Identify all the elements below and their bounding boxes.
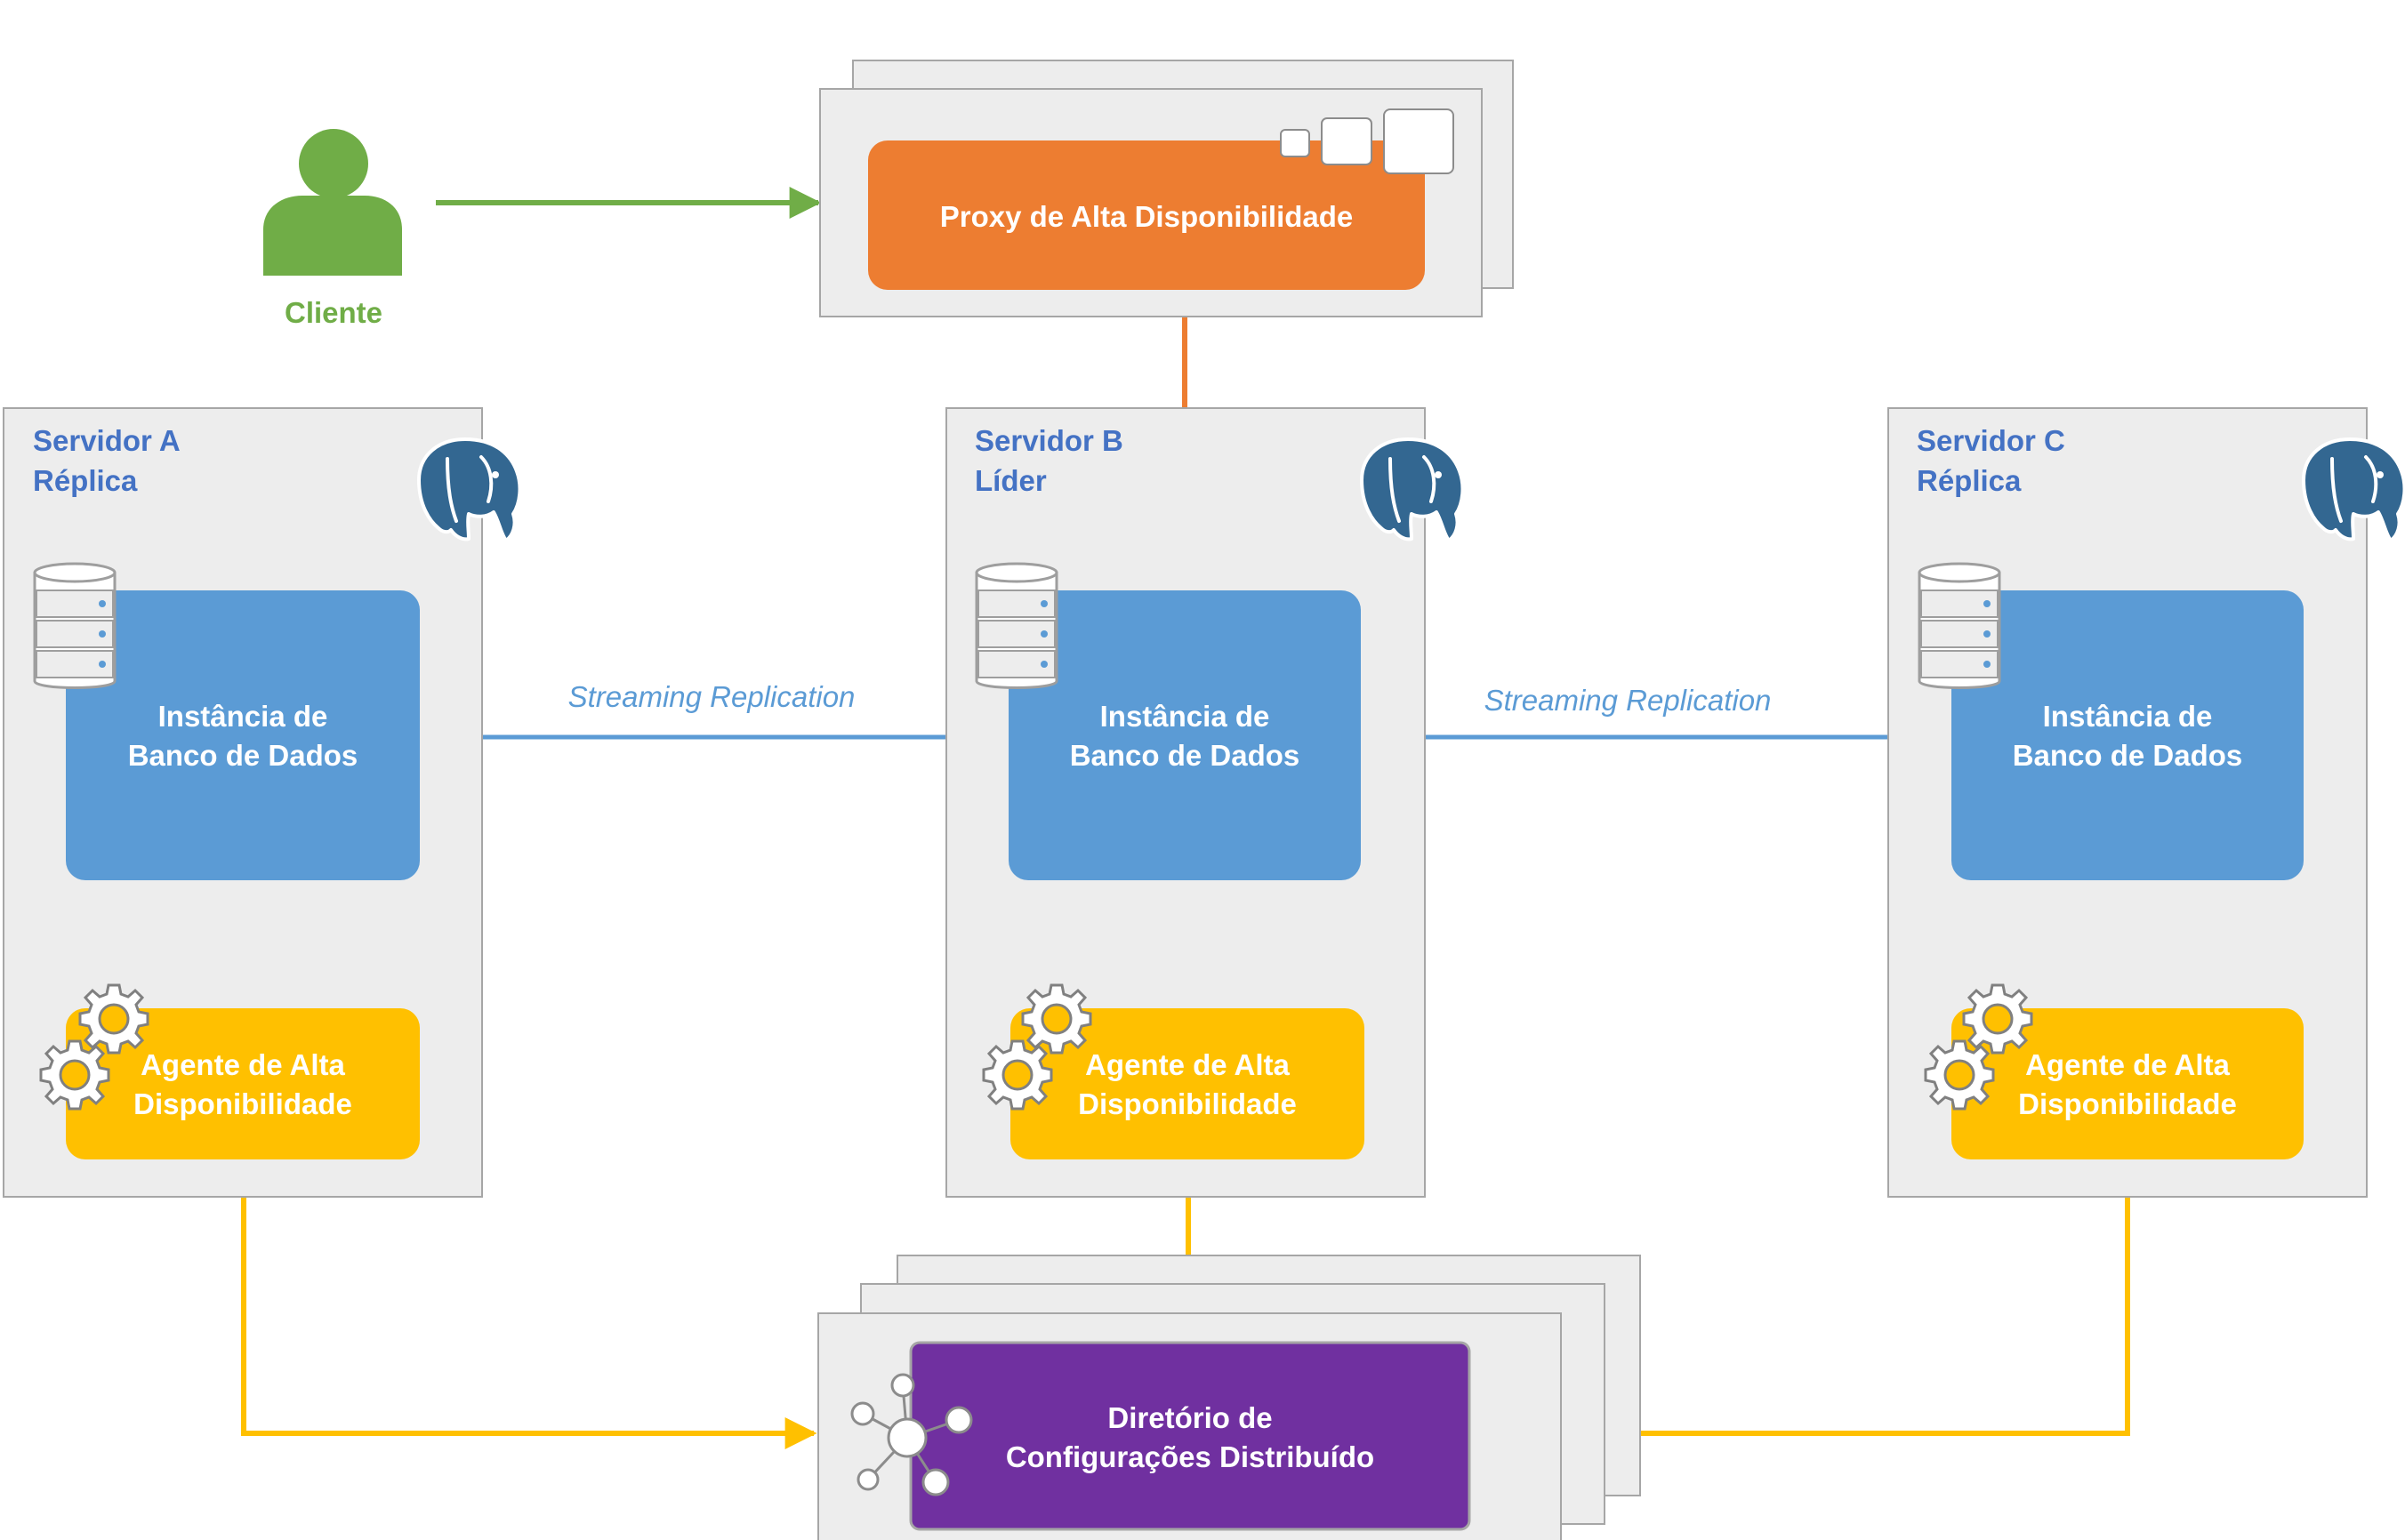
ha-agent-b — [1010, 1008, 1364, 1159]
client-label: Cliente — [285, 296, 382, 329]
network-hub-icon — [850, 1373, 973, 1496]
db-instance-a — [66, 590, 420, 880]
postgresql-elephant-icon — [1360, 437, 1465, 542]
database-stack-icon — [975, 562, 1058, 689]
agent-c-to-dcs-arrow — [1560, 1159, 2130, 1449]
proxy-box — [868, 140, 1425, 290]
ha-agent-c-line1: Agente de Alta — [2025, 1048, 2230, 1081]
db-instance-c-line2: Banco de Dados — [2013, 739, 2243, 772]
client: Cliente — [263, 129, 402, 329]
dcs-line2: Configurações Distribuído — [1006, 1440, 1374, 1473]
ha-agent-a-line1: Agente de Alta — [141, 1048, 345, 1081]
postgresql-elephant-icon — [417, 437, 522, 542]
db-instance-b — [1009, 590, 1361, 880]
server-b-role: Líder — [975, 464, 1047, 497]
server-b: Servidor B Líder Instância de Banco de D… — [945, 407, 1465, 1198]
db-instance-c — [1951, 590, 2304, 880]
replication-left-label: Streaming Replication — [568, 680, 856, 713]
dcs-line1: Diretório de — [1107, 1401, 1272, 1434]
ha-agent-b-line2: Disponibilidade — [1078, 1087, 1297, 1120]
postgresql-elephant-icon — [2302, 437, 2405, 542]
server-a-name: Servidor A — [33, 424, 181, 457]
db-instance-a-line1: Instância de — [158, 700, 328, 733]
server-a-role: Réplica — [33, 464, 138, 497]
ha-agent-b-line1: Agente de Alta — [1085, 1048, 1290, 1081]
server-b-name: Servidor B — [975, 424, 1123, 457]
ha-agent-c-line2: Disponibilidade — [2018, 1087, 2237, 1120]
dcs-box — [909, 1341, 1471, 1531]
ha-agent-a — [66, 1008, 420, 1159]
server-a: Servidor A Réplica Instância de Banco de… — [3, 407, 522, 1198]
dcs-panel: Diretório de Configurações Distribuído — [817, 1255, 1641, 1540]
ha-agent-c — [1951, 1008, 2304, 1159]
proxy-panel: Proxy de Alta Disponibilidade — [819, 60, 1514, 317]
server-c-name: Servidor C — [1917, 424, 2065, 457]
ha-agent-a-line2: Disponibilidade — [133, 1087, 352, 1120]
db-instance-b-line2: Banco de Dados — [1070, 739, 1300, 772]
proxy-label: Proxy de Alta Disponibilidade — [940, 200, 1354, 233]
scaling-squares-icon — [1280, 108, 1454, 174]
database-stack-icon — [1918, 562, 2001, 689]
db-instance-b-line1: Instância de — [1100, 700, 1270, 733]
db-instance-c-line1: Instância de — [2043, 700, 2213, 733]
person-icon — [263, 129, 402, 276]
database-stack-icon — [33, 562, 117, 689]
replication-right-label: Streaming Replication — [1484, 684, 1772, 717]
server-c: Servidor C Réplica Instância de Banco de… — [1887, 407, 2405, 1198]
agent-a-to-dcs-arrow — [241, 1159, 817, 1449]
db-instance-a-line2: Banco de Dados — [128, 739, 358, 772]
server-c-role: Réplica — [1917, 464, 2022, 497]
